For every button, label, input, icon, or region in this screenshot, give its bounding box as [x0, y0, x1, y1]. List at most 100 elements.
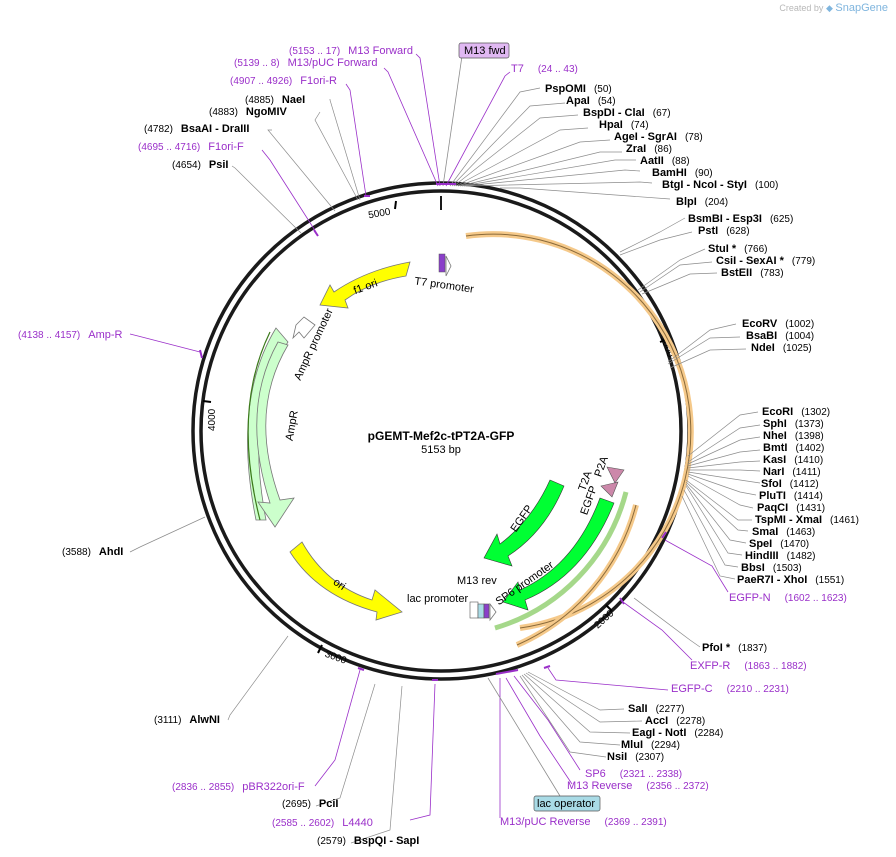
p2a-arrow: [606, 466, 625, 484]
primer-name: M13/pUC Reverse: [500, 816, 590, 828]
primer-name: T7: [511, 63, 524, 75]
enzyme-pos: (625): [770, 214, 793, 225]
m13-fwd-box: M13 fwd: [458, 42, 510, 59]
ampr-promoter-arrow: [292, 316, 316, 340]
enzyme-name: BmtI: [763, 442, 787, 454]
enzyme-pos: (1837): [738, 643, 767, 654]
svg-text:EcoRI(1302): EcoRI(1302): [762, 406, 830, 418]
enzyme-name: BsmBI - Esp3I: [688, 213, 762, 225]
primer-name: M13/pUC Forward: [288, 57, 378, 69]
svg-text:(4654)PsiI: (4654)PsiI: [172, 159, 228, 171]
enzyme-pos: (779): [792, 256, 815, 267]
svg-text:(3111)AlwNI: (3111)AlwNI: [154, 714, 220, 726]
svg-text:(4138 .. 4157)Amp-R: (4138 .. 4157)Amp-R: [18, 329, 123, 341]
egfp-arrow-1: [483, 479, 565, 567]
svg-text:TspMI - XmaI(1461): TspMI - XmaI(1461): [755, 514, 859, 526]
enzyme-name: ZraI: [626, 143, 646, 155]
created-by-label: Created by: [779, 3, 824, 13]
svg-text:SpeI(1470): SpeI(1470): [749, 538, 809, 550]
svg-text:KasI(1410): KasI(1410): [763, 454, 823, 466]
enzyme-name: SfoI: [761, 478, 782, 490]
m13-fwd-label: M13 fwd: [464, 45, 506, 57]
enzyme-name: AlwNI: [189, 714, 220, 726]
enzyme-name: ApaI: [566, 95, 590, 107]
svg-text:BsaBI(1004): BsaBI(1004): [746, 330, 814, 342]
primer-name: M13 Reverse: [567, 780, 632, 792]
enzyme-pos: (4885): [245, 95, 274, 106]
primer-name: EXFP-R: [690, 660, 730, 672]
svg-text:MluI(2294): MluI(2294): [621, 739, 680, 751]
enzyme-pos: (1402): [795, 443, 824, 454]
enzyme-name: EcoRI: [762, 406, 793, 418]
ori-label: ori: [331, 576, 348, 593]
t2a-arrow: [600, 481, 619, 498]
enzyme-name: NdeI: [751, 342, 775, 354]
primer-pos: (2356 .. 2372): [646, 781, 708, 792]
enzyme-pos: (4883): [209, 107, 238, 118]
svg-text:(4695 .. 4716)F1ori-F: (4695 .. 4716) F1ori-F: [138, 141, 244, 153]
svg-text:AgeI - SgrAI(78): AgeI - SgrAI(78): [614, 131, 703, 143]
p2a-label: P2A: [592, 454, 611, 478]
svg-text:ApaI(54): ApaI(54): [566, 95, 616, 107]
enzyme-labels-left: (2579) BspQI - SapI (2695)PciI (3111)AlwN…: [62, 94, 419, 847]
svg-text:PspOMI(50): PspOMI(50): [545, 83, 612, 95]
svg-text:SP6(2321 .. 2338): SP6 (2321 .. 2338): [585, 768, 682, 780]
enzyme-pos: (1002): [785, 319, 814, 330]
svg-text:(2695)PciI: (2695)PciI: [282, 798, 338, 810]
svg-text:AatII(88): AatII(88): [640, 155, 690, 167]
svg-text:NarI(1411): NarI(1411): [763, 466, 821, 478]
enzyme-pos: (1411): [792, 467, 820, 478]
enzyme-pos: (100): [755, 180, 778, 191]
snapgene-name: SnapGene: [835, 2, 888, 14]
enzyme-pos: (1414): [794, 491, 823, 502]
backbone-inner: [199, 189, 683, 673]
primer-stubs: [199, 183, 667, 681]
svg-text:StuI *(766): StuI *(766): [708, 243, 767, 255]
enzyme-name: AgeI - SgrAI: [614, 131, 677, 143]
svg-text:NheI(1398): NheI(1398): [763, 430, 824, 442]
enzyme-name: PstI: [698, 225, 718, 237]
enzyme-name: BspQI - SapI: [354, 835, 419, 847]
enzyme-pos: (1503): [773, 563, 802, 574]
primer-pos: (2321 .. 2338): [620, 769, 682, 780]
enzyme-name: PaqCI: [757, 502, 788, 514]
enzyme-pos: (4654): [172, 160, 201, 171]
enzyme-name: NheI: [763, 430, 787, 442]
lac-operator-label: lac operator: [537, 798, 595, 810]
primer-pos: (4695 .. 4716): [138, 142, 200, 153]
enzyme-pos: (2579): [317, 836, 346, 847]
enzyme-name: EagI - NotI: [632, 727, 686, 739]
enzyme-pos: (67): [653, 108, 671, 119]
primer-pos: (24 .. 43): [538, 64, 578, 75]
enzyme-pos: (4782): [144, 124, 173, 135]
svg-text:EcoRV(1002): EcoRV(1002): [742, 318, 814, 330]
enzyme-pos: (50): [594, 84, 612, 95]
svg-text:EagI - NotI(2284): EagI - NotI(2284): [632, 727, 723, 739]
svg-text:NsiI(2307): NsiI(2307): [607, 751, 664, 763]
primer-name: SP6: [585, 768, 606, 780]
enzyme-name: BspDI - ClaI: [583, 107, 645, 119]
lac-operator-marker: [477, 603, 485, 619]
t7-promoter-marker: [438, 253, 446, 273]
svg-text:PaqCI(1431): PaqCI(1431): [757, 502, 825, 514]
enzyme-name: BsaBI: [746, 330, 777, 342]
svg-text:SfoI(1412): SfoI (1412): [761, 478, 819, 490]
enzyme-pos: (1470): [780, 539, 809, 550]
ampr-label: AmpR: [284, 410, 301, 442]
enzyme-name: BtgI - NcoI - StyI: [662, 179, 747, 191]
enzyme-pos: (783): [760, 268, 783, 279]
primer-leader-lines: [129, 53, 729, 821]
enzyme-pos: (1412): [790, 479, 819, 490]
primer-pos: (1602 .. 1623): [785, 593, 847, 604]
enzyme-name: AhdI: [99, 546, 123, 558]
svg-text:PluTI(1414): PluTI(1414): [759, 490, 823, 502]
svg-text:M13/pUC Reverse(2369 .. 2391): M13/pUC Reverse(2369 .. 2391): [500, 816, 667, 828]
enzyme-pos: (1025): [783, 343, 812, 354]
ampr-promoter-label: AmpR promoter: [292, 306, 336, 382]
primer-name: F1ori-F: [208, 141, 244, 153]
svg-text:CsiI - SexAI *(779): CsiI - SexAI *(779): [716, 255, 815, 267]
svg-text:AccI(2278): AccI(2278): [645, 715, 705, 727]
svg-text:(4883)NgoMIV: (4883)NgoMIV: [209, 106, 288, 118]
enzyme-pos: (74): [631, 120, 649, 131]
svg-text:SalI(2277): SalI(2277): [628, 703, 684, 715]
